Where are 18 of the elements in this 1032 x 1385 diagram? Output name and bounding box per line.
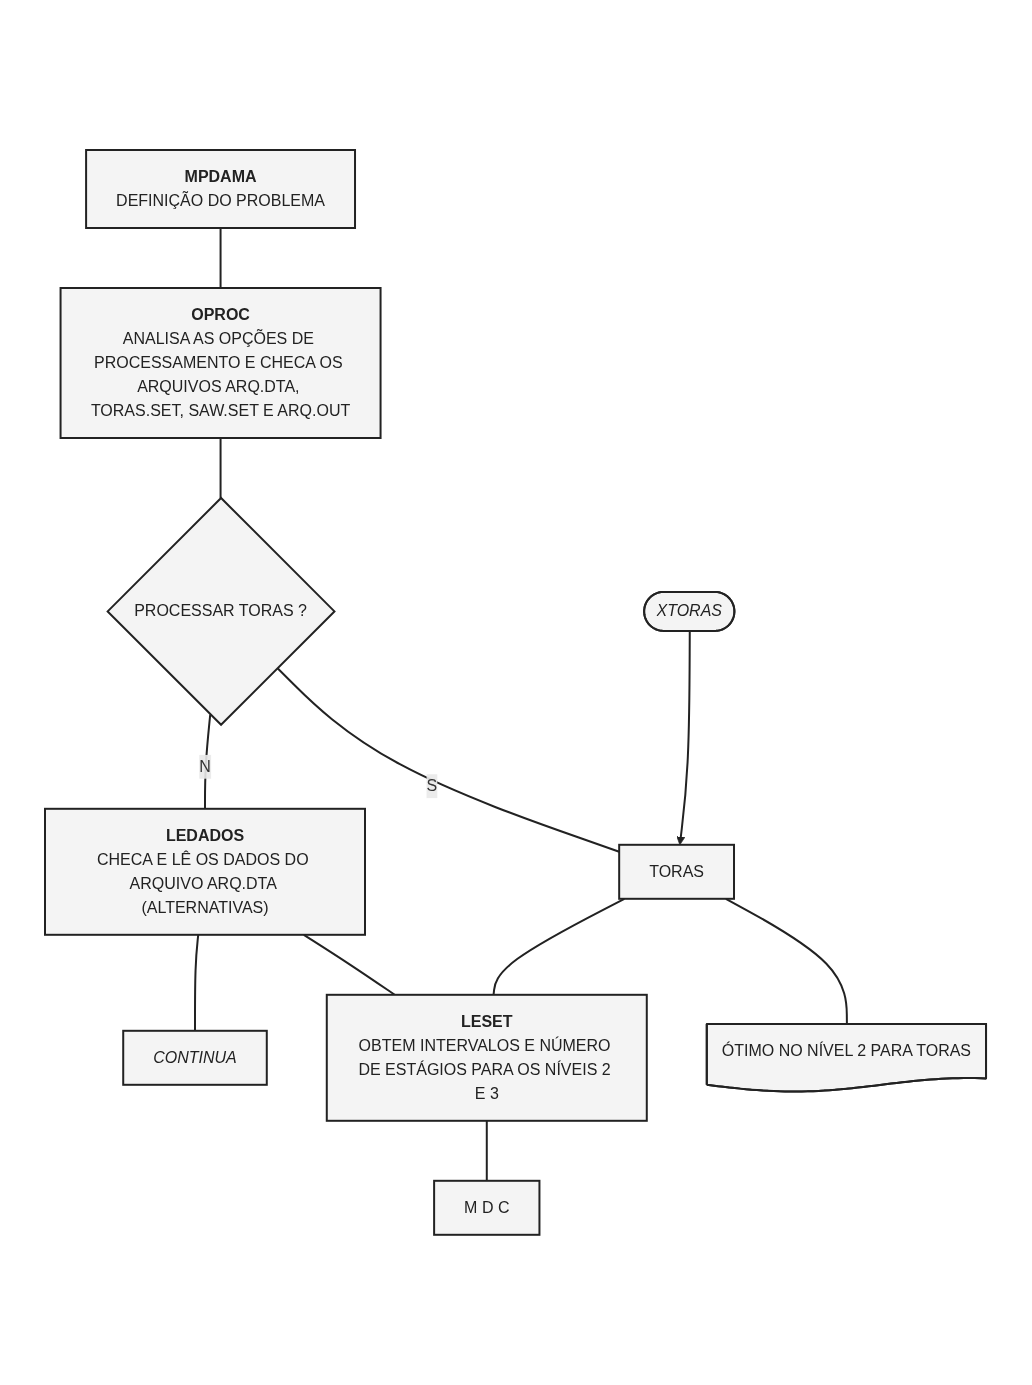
node-box: OPROC ANALISA AS OPÇÕES DE PROCESSAMENTO E CHECA OS ARQUIVOS ARQ.DTA, TORAS.SET, SAW.SET E ARQ.OUT [60, 287, 383, 440]
edge-label: S [426, 777, 438, 795]
node-box: LESET OBTEM INTERVALOS E NÚMERO DE ESTÁGIOS PARA OS NÍVEIS 2 E 3 [326, 993, 649, 1122]
node-box: LEDADOS CHECA E LÊ OS DADOS DO ARQUIVO ARQ.DTA (ALTERNATIVAS) [44, 807, 367, 936]
connector [194, 933, 200, 1032]
connector [204, 713, 212, 810]
arrow [676, 630, 692, 846]
node-box: MPDAMA DEFINIÇÃO DO PROBLEMA [85, 149, 357, 230]
connector [220, 437, 223, 500]
node-box: CONTINUA [122, 1029, 269, 1086]
connector [303, 933, 397, 996]
node-diamond: PROCESSAR TORAS ? [106, 496, 337, 727]
connector [220, 227, 223, 290]
node-box: M D C [433, 1179, 541, 1236]
connector [486, 1119, 489, 1182]
node-box: TORAS [618, 843, 736, 900]
edge-label: N [199, 757, 212, 775]
connector [493, 897, 626, 996]
